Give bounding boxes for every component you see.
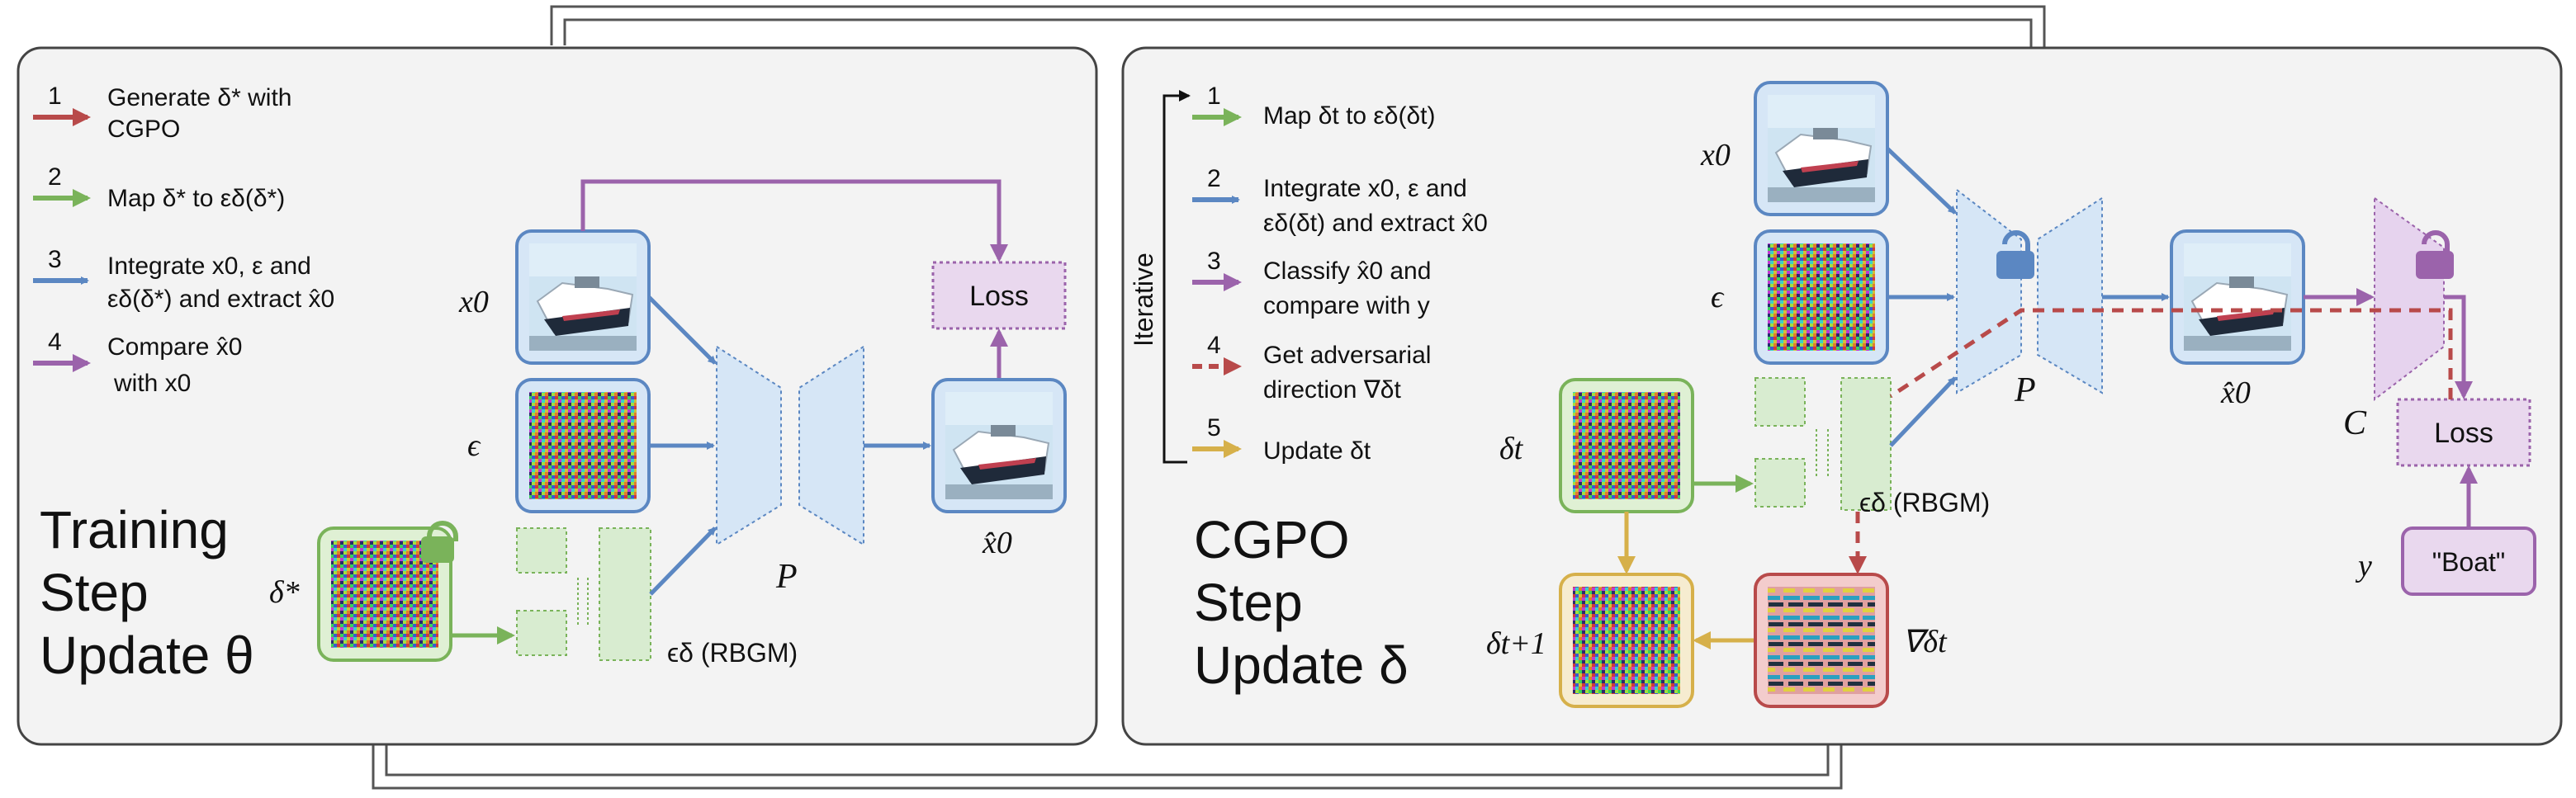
- unlock-icon: [421, 521, 458, 563]
- cgpo-boat-label: "Boat": [2432, 547, 2506, 577]
- legend-num-2: 2: [48, 163, 62, 191]
- lock-icon: [1996, 230, 2034, 279]
- training-x0-image: [528, 243, 637, 352]
- legend-num-1: 1: [48, 83, 62, 110]
- training-eps-label: ϵ: [467, 428, 481, 463]
- training-rbgm-block: [516, 527, 651, 661]
- legend-text: εδ(δt) and extract x̂0: [1263, 210, 1488, 237]
- cgpo-title-2: Step: [1194, 573, 1303, 632]
- legend-text: with x0: [113, 370, 191, 397]
- cgpo-boat-box: [2401, 526, 2536, 596]
- legend-num-1: 1: [1207, 83, 1221, 110]
- cgpo-P-label: P: [2014, 371, 2036, 409]
- legend-text: Integrate x0, ε and: [107, 253, 311, 280]
- cgpo-flow-arrows: [1617, 147, 2478, 649]
- legend-num-3: 3: [48, 246, 62, 273]
- cgpo-delta-t-label: δt: [1499, 432, 1524, 466]
- iterative-label: Iterative: [1129, 253, 1158, 347]
- training-loss-label: Loss: [969, 281, 1029, 312]
- lock-icon: [2416, 230, 2454, 279]
- legend-text: compare with y: [1263, 292, 1430, 319]
- cgpo-x0-image: [1767, 94, 1876, 203]
- training-x0hat-label: x̂0: [982, 526, 1012, 560]
- training-x0-label: x0: [458, 285, 489, 319]
- cgpo-legend: 1 Map δt to εδ(δt) 2 Integrate x0, ε and…: [1192, 83, 1488, 465]
- training-P-network: [716, 345, 864, 546]
- legend-text: Classify x̂0 and: [1263, 257, 1431, 285]
- training-x0hat-image: [945, 391, 1054, 500]
- training-title-2: Step: [40, 563, 149, 622]
- legend-num-4: 4: [1207, 332, 1221, 359]
- cgpo-rbgm-block: [1754, 377, 1892, 511]
- cgpo-grad-label: ∇δt: [1902, 625, 1948, 659]
- cgpo-delta-t-image: [1573, 392, 1680, 499]
- training-flow-arrows: [451, 179, 1008, 645]
- legend-text: Integrate x0, ε and: [1263, 175, 1467, 202]
- cgpo-x0hat-image: [2183, 243, 2292, 352]
- legend-text: Map δt to εδ(δt): [1263, 102, 1436, 130]
- legend-text: Get adversarial: [1263, 342, 1431, 369]
- legend-num-2: 2: [1207, 165, 1221, 192]
- cgpo-loss-box: [2396, 398, 2531, 467]
- training-eps-image: [529, 392, 637, 499]
- cgpo-grad-image: [1768, 587, 1875, 694]
- training-delta-star-label: δ*: [269, 575, 300, 610]
- cgpo-classifier-C: [2374, 196, 2445, 402]
- legend-text: direction ∇δt: [1263, 376, 1401, 404]
- training-rbgm-label: ϵδ (RBGM): [667, 638, 798, 668]
- training-title-1: Training: [40, 500, 229, 560]
- legend-num-3: 3: [1207, 248, 1221, 275]
- training-legend: 1 Generate δ* with CGPO 2 Map δ* to εδ(δ…: [33, 83, 334, 397]
- cgpo-rbgm-label: ϵδ (RBGM): [1859, 488, 1990, 517]
- cgpo-x0-label: x0: [1700, 138, 1731, 172]
- training-P-label: P: [775, 558, 798, 596]
- cgpo-delta-t1-label: δt+1: [1486, 626, 1546, 661]
- cgpo-delta-t1-image: [1573, 587, 1680, 694]
- training-delta-star-image: [331, 541, 438, 648]
- legend-num-5: 5: [1207, 414, 1221, 441]
- legend-text: Generate δ* with: [107, 84, 291, 111]
- legend-num-4: 4: [48, 328, 62, 356]
- cgpo-y-label: y: [2355, 549, 2372, 583]
- legend-text: εδ(δ*) and extract x̂0: [107, 286, 334, 313]
- cgpo-x0hat-label: x̂0: [2220, 375, 2251, 410]
- legend-text: Map δ* to εδ(δ*): [107, 185, 285, 212]
- legend-text: CGPO: [107, 116, 180, 143]
- iterative-bracket: [1163, 90, 1191, 464]
- cgpo-title-1: CGPO: [1194, 510, 1349, 569]
- cgpo-eps-image: [1768, 243, 1875, 351]
- cgpo-eps-label: ϵ: [1711, 280, 1725, 314]
- cgpo-C-label: C: [2343, 404, 2367, 442]
- legend-text: Update δt: [1263, 437, 1371, 465]
- cgpo-title-3: Update δ: [1194, 635, 1409, 695]
- training-title-3: Update θ: [40, 626, 254, 685]
- legend-text: Compare x̂0: [107, 333, 242, 361]
- cgpo-loss-label: Loss: [2434, 418, 2493, 449]
